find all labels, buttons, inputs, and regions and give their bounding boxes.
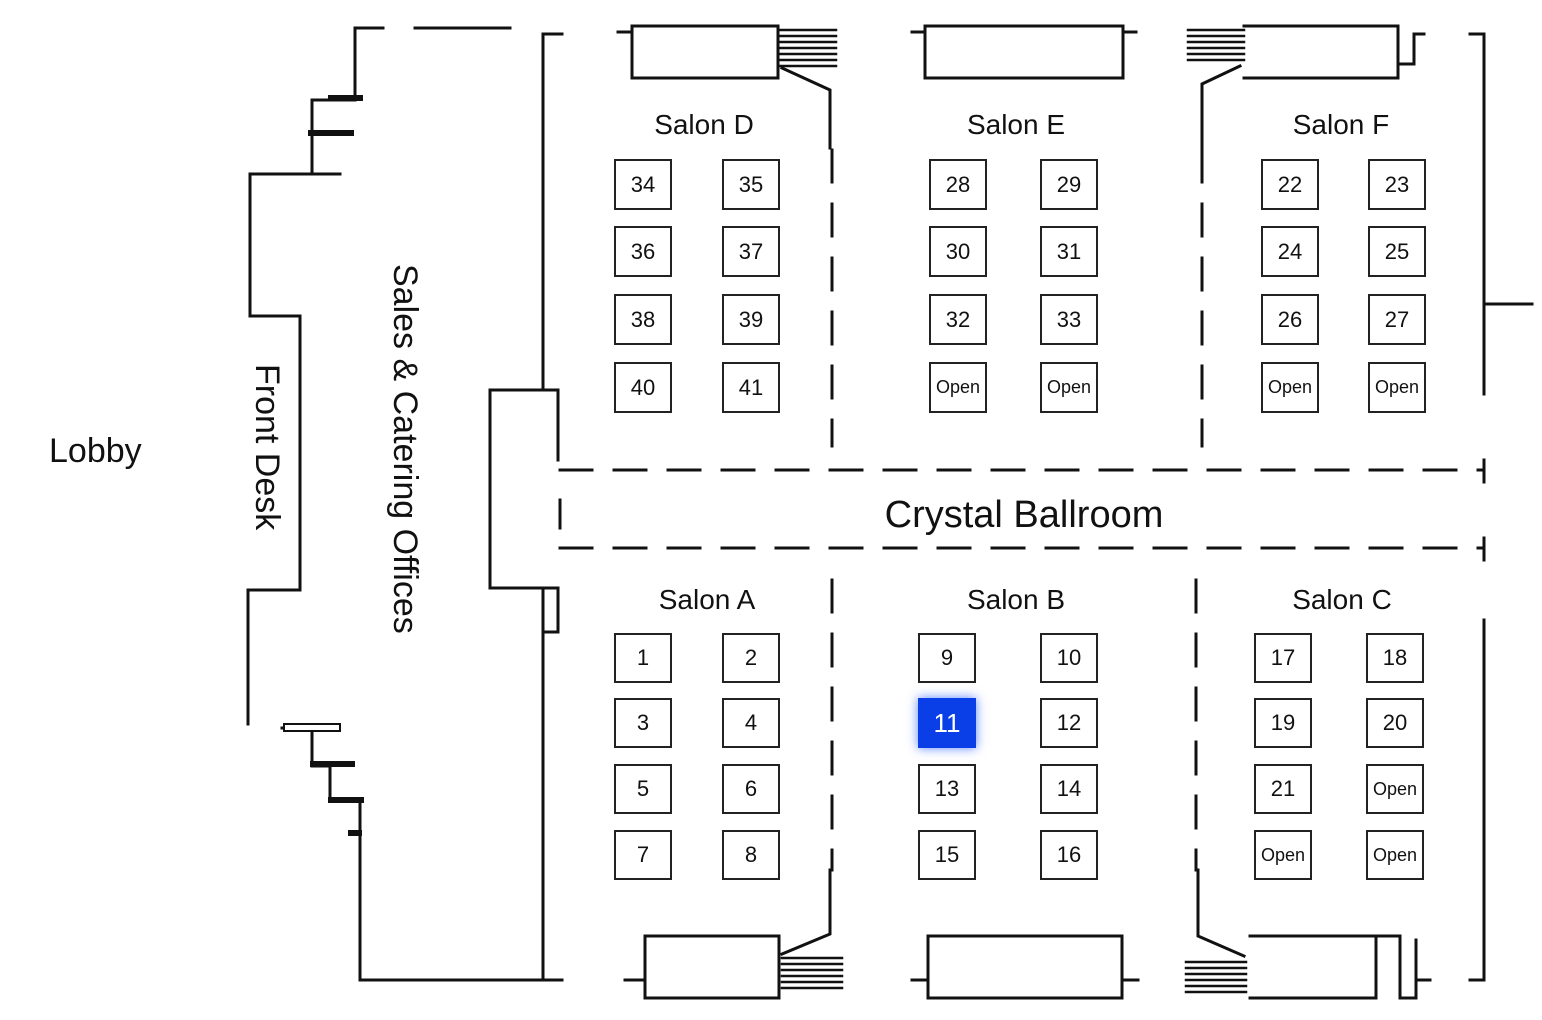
booth-e-2[interactable]: 29	[1040, 159, 1098, 210]
booth-d-3[interactable]: 36	[614, 226, 672, 277]
booth-d-1[interactable]: 34	[614, 159, 672, 210]
booth-f-4[interactable]: 25	[1368, 226, 1426, 277]
salon-a-title: Salon A	[658, 584, 756, 615]
booth-c-3[interactable]: 19	[1254, 698, 1312, 748]
front-desk-label: Front Desk	[248, 364, 286, 531]
booth-d-4[interactable]: 37	[722, 226, 780, 277]
booth-a-2[interactable]: 2	[722, 633, 780, 683]
crystal-ballroom-label: Crystal Ballroom	[884, 494, 1164, 536]
booth-f-7[interactable]: Open	[1261, 362, 1319, 413]
booth-b-2[interactable]: 10	[1040, 633, 1098, 683]
booth-e-3[interactable]: 30	[929, 226, 987, 277]
booth-b-8[interactable]: 16	[1040, 830, 1098, 880]
booth-b-3-selected[interactable]: 11	[918, 698, 976, 748]
booth-f-5[interactable]: 26	[1261, 294, 1319, 345]
booth-a-4[interactable]: 4	[722, 698, 780, 748]
booth-d-5[interactable]: 38	[614, 294, 672, 345]
booth-c-5[interactable]: 21	[1254, 764, 1312, 814]
booth-f-8[interactable]: Open	[1368, 362, 1426, 413]
salon-e-title: Salon E	[966, 109, 1066, 140]
booth-d-2[interactable]: 35	[722, 159, 780, 210]
lobby-label: Lobby	[49, 432, 142, 470]
booth-a-8[interactable]: 8	[722, 830, 780, 880]
booth-c-4[interactable]: 20	[1366, 698, 1424, 748]
booth-a-7[interactable]: 7	[614, 830, 672, 880]
booth-a-6[interactable]: 6	[722, 764, 780, 814]
booth-f-3[interactable]: 24	[1261, 226, 1319, 277]
booth-d-7[interactable]: 40	[614, 362, 672, 413]
booth-e-1[interactable]: 28	[929, 159, 987, 210]
booth-e-4[interactable]: 31	[1040, 226, 1098, 277]
booth-a-3[interactable]: 3	[614, 698, 672, 748]
booth-b-6[interactable]: 14	[1040, 764, 1098, 814]
salon-f-title: Salon F	[1292, 109, 1390, 140]
booth-b-4[interactable]: 12	[1040, 698, 1098, 748]
booth-b-5[interactable]: 13	[918, 764, 976, 814]
booth-a-5[interactable]: 5	[614, 764, 672, 814]
booth-d-8[interactable]: 41	[722, 362, 780, 413]
booth-e-8[interactable]: Open	[1040, 362, 1098, 413]
booth-e-7[interactable]: Open	[929, 362, 987, 413]
salon-d-title: Salon D	[654, 109, 754, 140]
booth-b-1[interactable]: 9	[918, 633, 976, 683]
salon-b-title: Salon B	[966, 584, 1066, 615]
booth-a-1[interactable]: 1	[614, 633, 672, 683]
booth-c-1[interactable]: 17	[1254, 633, 1312, 683]
sales-catering-offices-label: Sales & Catering Offices	[386, 264, 424, 634]
booth-d-6[interactable]: 39	[722, 294, 780, 345]
booth-f-6[interactable]: 27	[1368, 294, 1426, 345]
booth-c-2[interactable]: 18	[1366, 633, 1424, 683]
booth-c-8[interactable]: Open	[1366, 830, 1424, 880]
booth-f-1[interactable]: 22	[1261, 159, 1319, 210]
salon-c-title: Salon C	[1292, 584, 1392, 615]
booth-c-6[interactable]: Open	[1366, 764, 1424, 814]
booth-e-6[interactable]: 33	[1040, 294, 1098, 345]
booth-f-2[interactable]: 23	[1368, 159, 1426, 210]
booth-c-7[interactable]: Open	[1254, 830, 1312, 880]
booth-b-7[interactable]: 15	[918, 830, 976, 880]
booth-e-5[interactable]: 32	[929, 294, 987, 345]
